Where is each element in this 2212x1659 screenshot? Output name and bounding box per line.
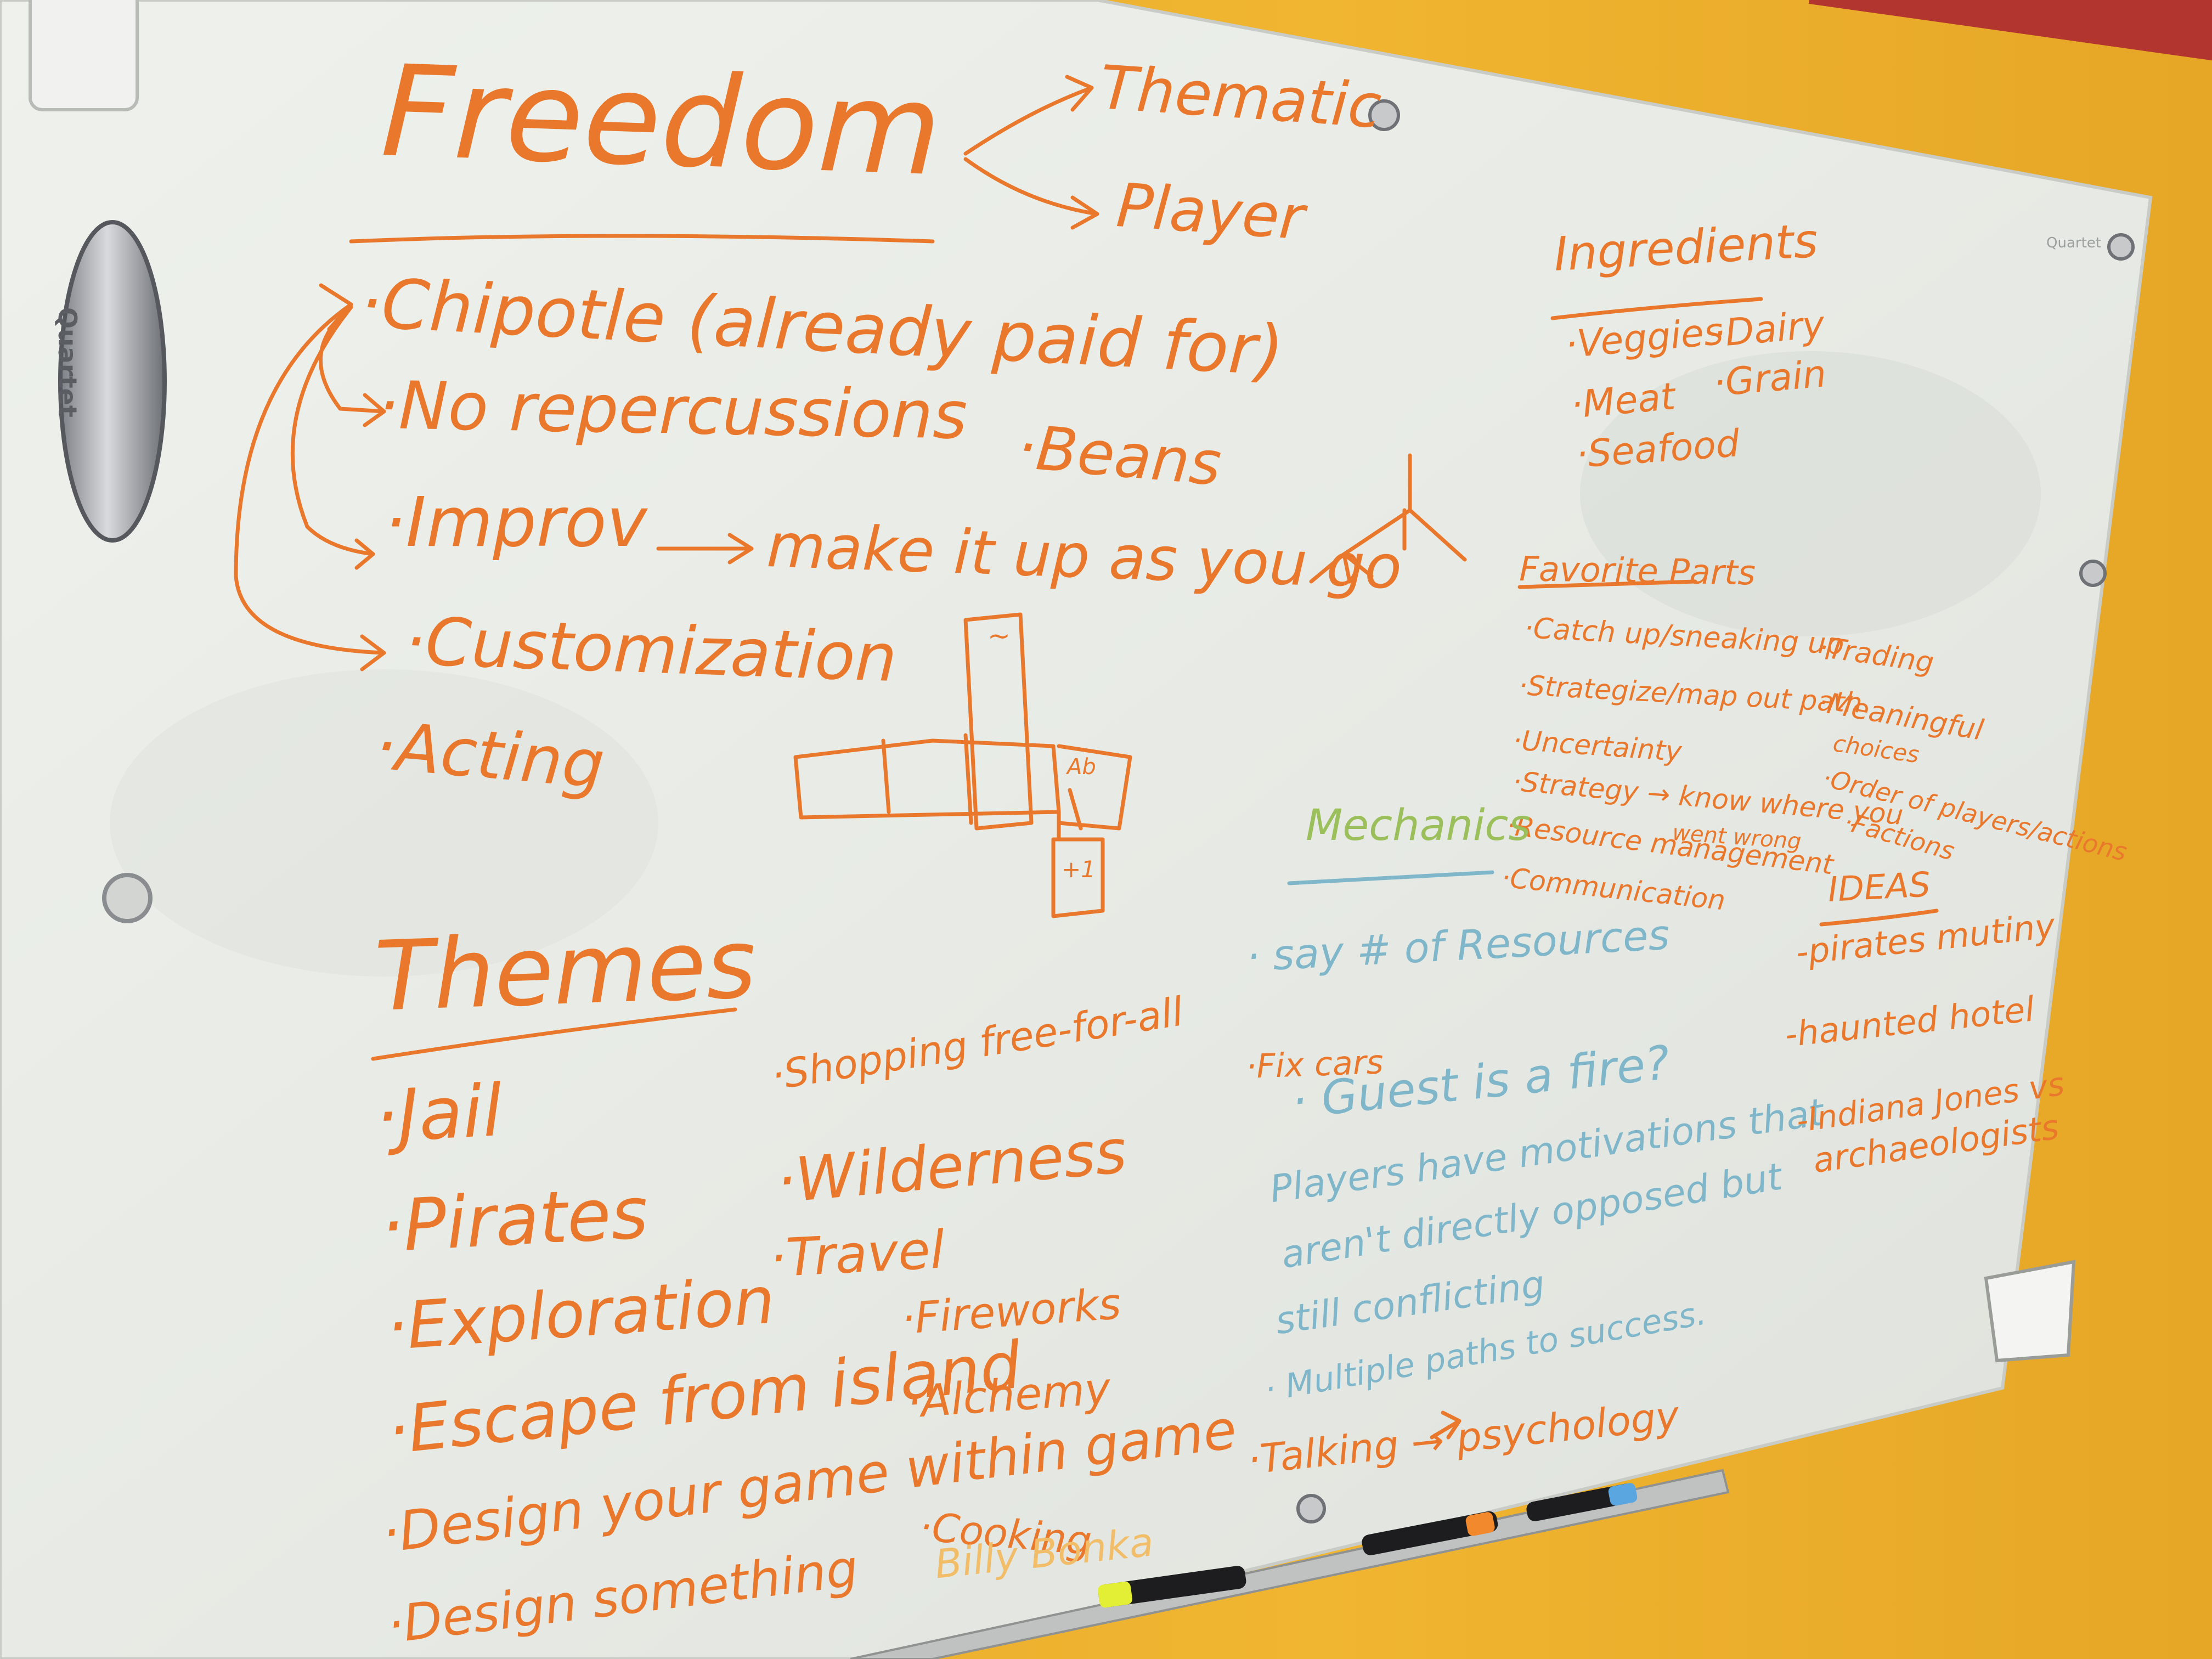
- marker-cup: [1984, 1260, 2076, 1363]
- sketch-label: +1: [1062, 856, 1096, 883]
- ideas-underline: [1819, 909, 1939, 927]
- favorite-parts-heading: Favorite Parts: [1519, 549, 1756, 593]
- sketch-label: ~: [988, 620, 1011, 652]
- freedom-title: Freedom: [379, 38, 944, 205]
- branch-player: Player: [1114, 170, 1307, 253]
- eraser: [58, 220, 167, 543]
- mounting-pin: [2079, 560, 2107, 587]
- sketch-label: Ab: [1067, 754, 1096, 780]
- branch-arrow-player: [963, 157, 1099, 230]
- favorite-parts-underline: [1517, 579, 1697, 589]
- smudge: [110, 669, 658, 977]
- whiteboard: [0, 0, 2153, 1659]
- mounting-pin: [1368, 99, 1400, 131]
- smudge: [1580, 351, 2041, 636]
- orange-marker: [1362, 1511, 1498, 1555]
- ingredient-item: ·Meat: [1569, 375, 1677, 427]
- title-underline: [349, 234, 935, 244]
- tree-diagram: [1309, 453, 1467, 584]
- curved-arrow-tail: [319, 283, 353, 331]
- theme-item: ·Travel: [768, 1220, 946, 1289]
- yellow-marker: [1098, 1566, 1246, 1608]
- mounting-pin: [2107, 233, 2135, 261]
- talking-arrow: [1430, 1410, 1462, 1440]
- ideas-heading: IDEAS: [1827, 864, 1932, 910]
- curved-arrow: [234, 302, 386, 672]
- freedom-item-no-repercussions: ·No repercussions: [377, 368, 968, 454]
- curved-arrow: [290, 305, 375, 570]
- mounting-pin: [1296, 1494, 1326, 1523]
- branch-arrow-thematic: [963, 75, 1094, 156]
- ingredients-underline: [1550, 297, 1763, 320]
- themes-underline: [371, 1007, 737, 1061]
- mechanics-underline: [1287, 870, 1494, 885]
- board-corner-label: Quartet: [2046, 235, 2101, 251]
- mechanics-heading: Mechanics: [1306, 801, 1531, 850]
- blue-marker: [1526, 1483, 1638, 1521]
- mounting-pin: [102, 873, 153, 923]
- themes-heading: Themes: [373, 908, 758, 1033]
- magnet-holder: [29, 0, 139, 111]
- eraser-logo: Quartet: [53, 307, 82, 417]
- freedom-item-improv: ·Improv: [384, 483, 647, 562]
- theme-item: ·Pirates: [379, 1171, 650, 1268]
- sketch-drawing: [793, 612, 1132, 918]
- theme-item: ·Jail: [373, 1068, 505, 1159]
- improv-arrow: [656, 533, 754, 565]
